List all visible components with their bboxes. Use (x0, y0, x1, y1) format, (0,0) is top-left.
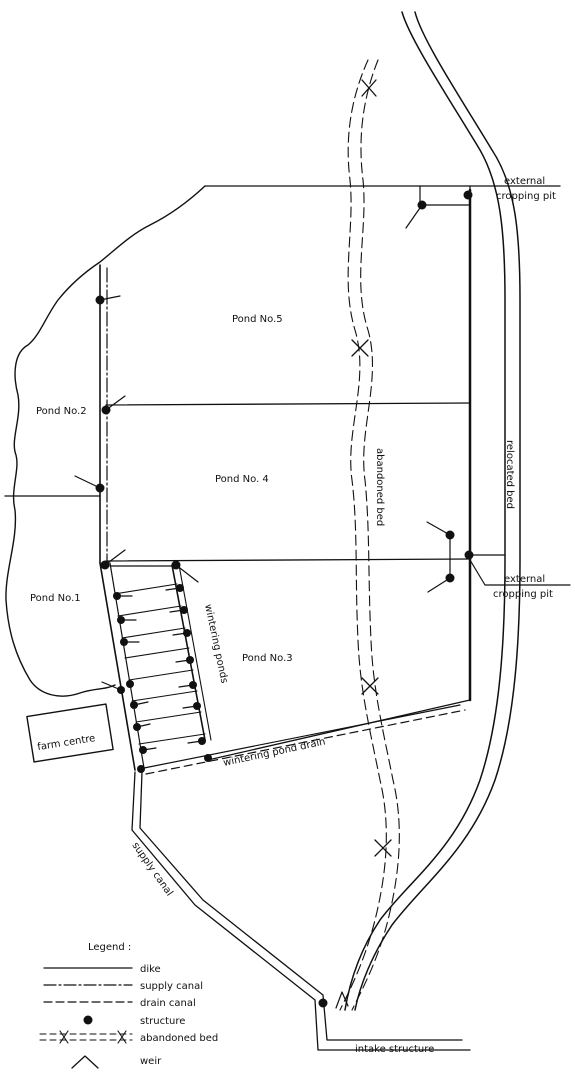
wintering-ponds-label: wintering ponds (202, 603, 229, 684)
relocated-bed-inner (354, 11, 521, 1011)
wintering-pond-drain-2 (145, 709, 466, 775)
legend-supply-canal-label: supply canal (140, 981, 203, 992)
external-cropping-pit-mid-line1: external (504, 574, 545, 585)
structure-dot (464, 550, 474, 560)
wintering-ponds-right-dike (171, 564, 206, 741)
legend-weir-symbol (71, 1055, 99, 1069)
legend-drain-canal-label: drain canal (140, 998, 196, 1009)
abandoned-bed-left (339, 59, 387, 1011)
abandoned-bed-label: abandoned bed (374, 448, 385, 526)
pond5-label: Pond No.5 (232, 314, 283, 325)
legend-structure-symbol (83, 1015, 93, 1025)
relocated-bed-label: relocated bed (504, 440, 515, 509)
structure-dot (126, 680, 134, 688)
relocated-bed-outer (344, 11, 506, 1011)
pond2-label: Pond No.2 (36, 406, 87, 417)
wintering-canal-left (99, 562, 136, 771)
legend-title: Legend : (88, 942, 131, 953)
supply-canal-south-left (131, 771, 471, 1051)
external-cropping-pit-mid-line2: cropping pit (493, 589, 553, 600)
pond4-label: Pond No. 4 (215, 474, 269, 485)
abandoned-bed-crosses (351, 79, 392, 857)
legend-structure-label: structure (140, 1016, 185, 1027)
legend-weir-label: weir (140, 1056, 162, 1067)
structure-ticks (74, 204, 451, 1009)
legend-abandoned-bed-symbol (39, 1030, 133, 1044)
intake-structure-label: intake structure (355, 1044, 434, 1055)
pond3-label: Pond No.3 (242, 653, 293, 664)
structure-dot (137, 765, 145, 773)
wintering-ponds-right-dike-inner (178, 564, 212, 741)
pond1-label: Pond No.1 (30, 593, 81, 604)
structure-dot (463, 190, 473, 200)
wintering-pond-dividers (113, 583, 206, 745)
natural-boundary-line (5, 185, 206, 697)
abandoned-bed-right (351, 59, 400, 1011)
external-cropping-pit-top-line1: external (504, 176, 545, 187)
legend-abandoned-bed-label: abandoned bed (140, 1033, 218, 1044)
pond4-top-dike (105, 402, 471, 406)
pond3-top-dike (105, 558, 471, 562)
legend-dike-label: dike (140, 964, 161, 975)
external-cropping-pit-top-line2: cropping pit (496, 191, 556, 202)
farm-centre-box (26, 703, 114, 763)
legend: Legend : dike supply canal drain canal s… (39, 942, 218, 1069)
structure-dot (318, 998, 328, 1008)
supply-canal-south-right (139, 771, 463, 1041)
wintering-pond-drain-1 (143, 704, 461, 769)
structure-dot (204, 754, 212, 762)
pond3-bottom-dike (207, 699, 471, 761)
supply-canal-label: supply canal (130, 840, 175, 898)
mid-pit-bracket (469, 559, 571, 586)
farm-centre-label: farm centre (37, 733, 96, 753)
structure-dots (95, 190, 474, 1008)
